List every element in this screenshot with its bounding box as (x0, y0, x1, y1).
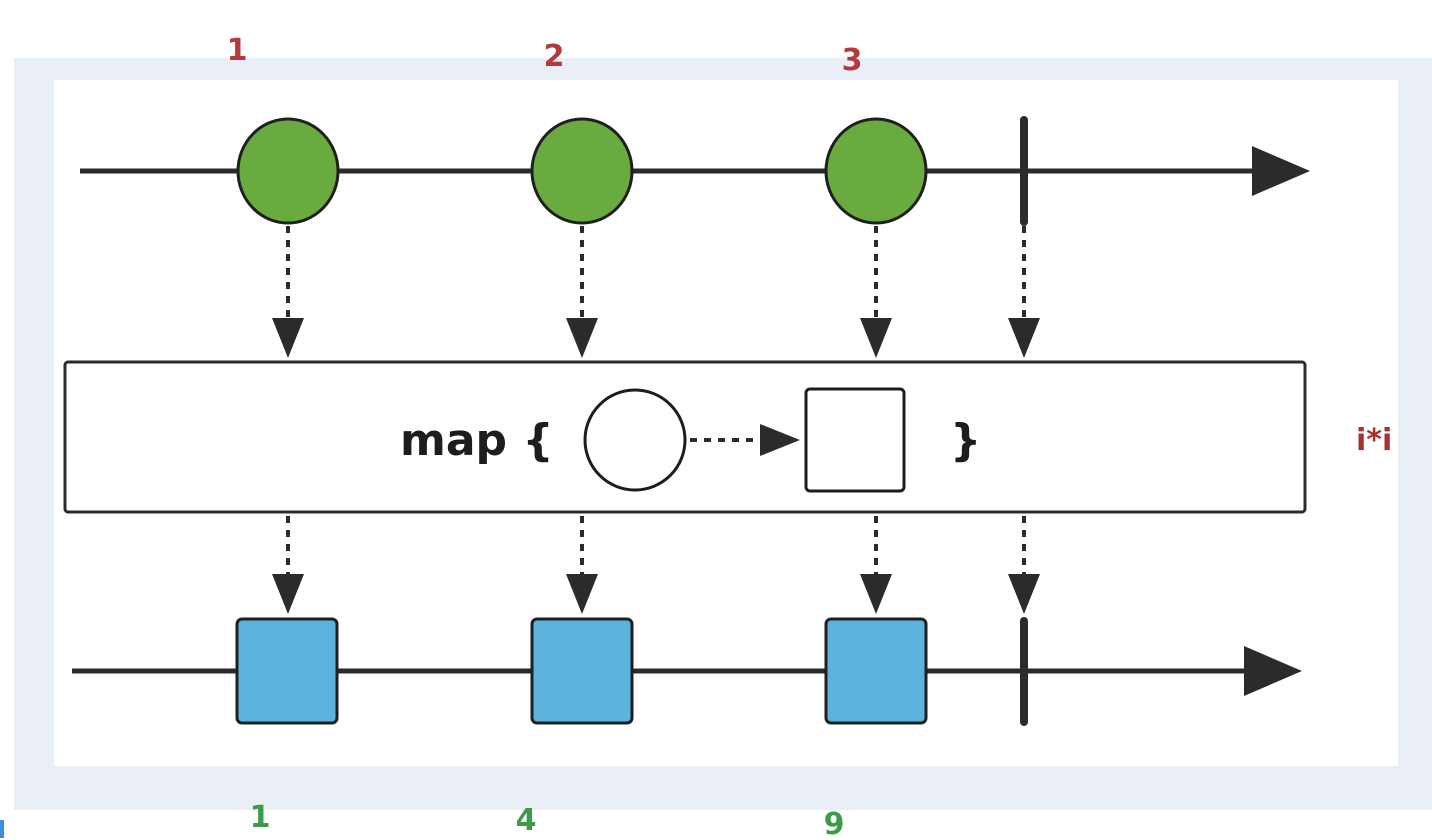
arrowhead-complete-bottom (1008, 574, 1040, 614)
input-label-2: 2 (544, 39, 565, 74)
input-timeline-arrowhead (1252, 146, 1310, 196)
arrowhead-2-top (566, 318, 598, 358)
arrowhead-1-bottom (272, 574, 304, 614)
output-marbles (235, 617, 928, 725)
operator-open-text: map { (400, 415, 554, 466)
arrowhead-3-top (860, 318, 892, 358)
input-to-operator-arrows (272, 226, 1040, 358)
output-label-1: 1 (250, 800, 271, 835)
operator-input-circle-icon (583, 388, 687, 492)
input-marbles (236, 117, 928, 225)
input-marble-3 (824, 117, 928, 225)
left-edge-marker (0, 820, 4, 838)
input-label-3: 3 (842, 43, 863, 78)
output-marble-2 (530, 617, 634, 725)
output-timeline-arrowhead (1244, 646, 1302, 696)
operator-to-output-arrows (272, 516, 1040, 614)
function-note: i*i (1356, 423, 1392, 458)
operator-output-square-icon (804, 387, 906, 493)
input-label-1: 1 (227, 33, 248, 68)
operator-box: map { } (63, 360, 1307, 514)
operator-transform-arrowhead (760, 424, 800, 456)
input-marble-1 (236, 117, 340, 225)
output-label-9: 9 (824, 807, 845, 840)
operator-close-text: } (950, 415, 981, 466)
arrowhead-1-top (272, 318, 304, 358)
input-labels: 1 2 3 (227, 33, 863, 78)
output-marble-3 (824, 617, 928, 725)
arrowhead-3-bottom (860, 574, 892, 614)
output-marble-1 (235, 617, 339, 725)
arrowhead-2-bottom (566, 574, 598, 614)
arrowhead-complete-top (1008, 318, 1040, 358)
output-labels: 1 4 9 (250, 800, 845, 840)
output-label-4: 4 (516, 803, 537, 838)
input-marble-2 (530, 117, 634, 225)
